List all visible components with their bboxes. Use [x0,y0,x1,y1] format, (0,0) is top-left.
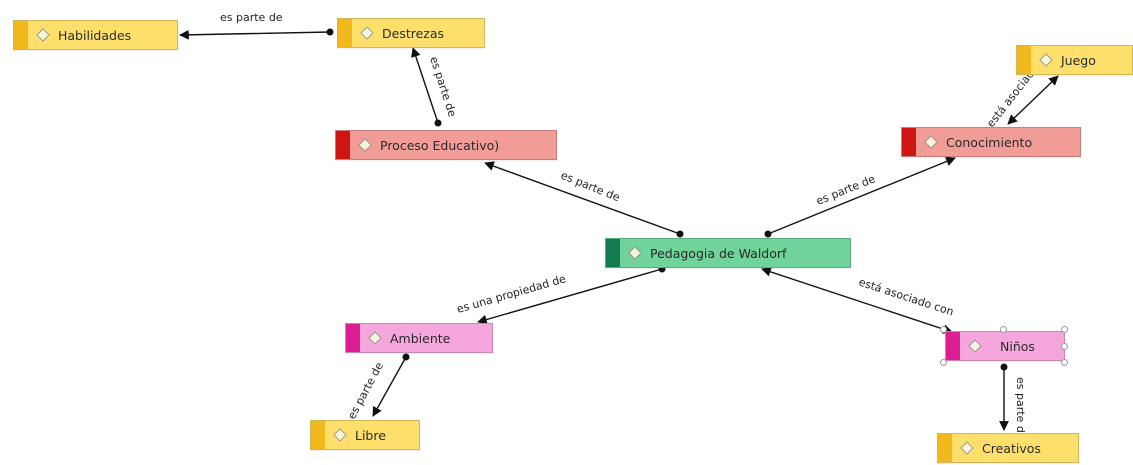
edge-dot [402,353,410,361]
selection-handle[interactable] [1000,326,1007,333]
diamond-icon [924,135,938,149]
node-proceso-educativo[interactable]: Proceso Educativo) [335,130,557,160]
node-pedagogia-de-waldorf[interactable]: Pedagogia de Waldorf [605,238,851,268]
diamond-icon [358,138,372,152]
node-color-bar [946,332,960,360]
edge-label-ninos-creativos: es parte d [1014,377,1027,433]
node-color-bar [336,131,350,159]
diamond-icon [968,339,982,353]
edge-dot [434,119,442,127]
node-label: Destrezas [382,25,445,41]
diamond-icon [360,26,374,40]
diamond-icon [36,28,50,42]
edge-destrezas-habilidades [179,29,331,40]
node-ambiente[interactable]: Ambiente [345,323,493,353]
node-label: Conocimiento [946,134,1033,150]
edge-conocimiento-juego [1007,75,1059,125]
edge-dot [326,28,334,36]
diamond-icon [368,331,382,345]
node-label: Pedagogia de Waldorf [650,245,787,261]
node-habilidades[interactable]: Habilidades [13,20,178,50]
node-color-bar [14,21,28,49]
diamond-icon [1039,53,1053,67]
selection-handle[interactable] [940,359,947,366]
node-color-bar [902,128,916,156]
edge-label-pedagogia-proceso: es parte de [559,169,622,205]
node-label: Proceso Educativo) [380,137,500,153]
edge-label-ambiente-libre: es parte de [345,360,386,422]
node-label: Juego [1061,52,1096,68]
edge-ambiente-libre [372,356,407,417]
node-color-bar [606,239,620,267]
edge-dot [676,230,684,238]
selection-handle[interactable] [940,326,947,333]
diamond-icon [960,441,974,455]
node-label: Ambiente [390,330,451,346]
edge-pedagogia-conocimiento [767,156,956,235]
diamond-icon [628,246,642,260]
selection-handle[interactable] [1061,343,1068,350]
edge-label-pedagogia-ninos: está asociado con [857,275,955,318]
edge-dot [1000,363,1008,371]
node-juego[interactable]: Juego [1016,45,1133,75]
selection-handle[interactable] [1061,359,1068,366]
node-label: Creativos [982,440,1041,456]
edge-label-proceso-destrezas: es parte de [427,55,459,119]
node-ninos[interactable]: Niños [945,331,1065,361]
edge-proceso-destrezas [411,47,439,124]
node-label: Habilidades [58,27,132,43]
selection-handle[interactable] [1061,326,1068,333]
node-color-bar [1017,46,1031,74]
node-label: Niños [1000,338,1035,354]
edge-pedagogia-ambiente [477,268,663,325]
node-creativos[interactable]: Creativos [937,433,1079,463]
node-color-bar [938,434,952,462]
node-color-bar [338,19,352,47]
node-color-bar [311,421,325,449]
diamond-icon [333,428,347,442]
node-label: Libre [355,427,386,443]
node-destrezas[interactable]: Destrezas [337,18,485,48]
node-conocimiento[interactable]: Conocimiento [901,127,1081,157]
node-color-bar [346,324,360,352]
node-libre[interactable]: Libre [310,420,420,450]
edge-label-destrezas-habilidades: es parte de [220,11,283,24]
edge-label-pedagogia-ambiente: es una propiedad de [455,272,567,316]
edge-dot [764,230,772,238]
edge-pedagogia-proceso [484,161,681,235]
edge-pedagogia-ninos [761,267,953,334]
